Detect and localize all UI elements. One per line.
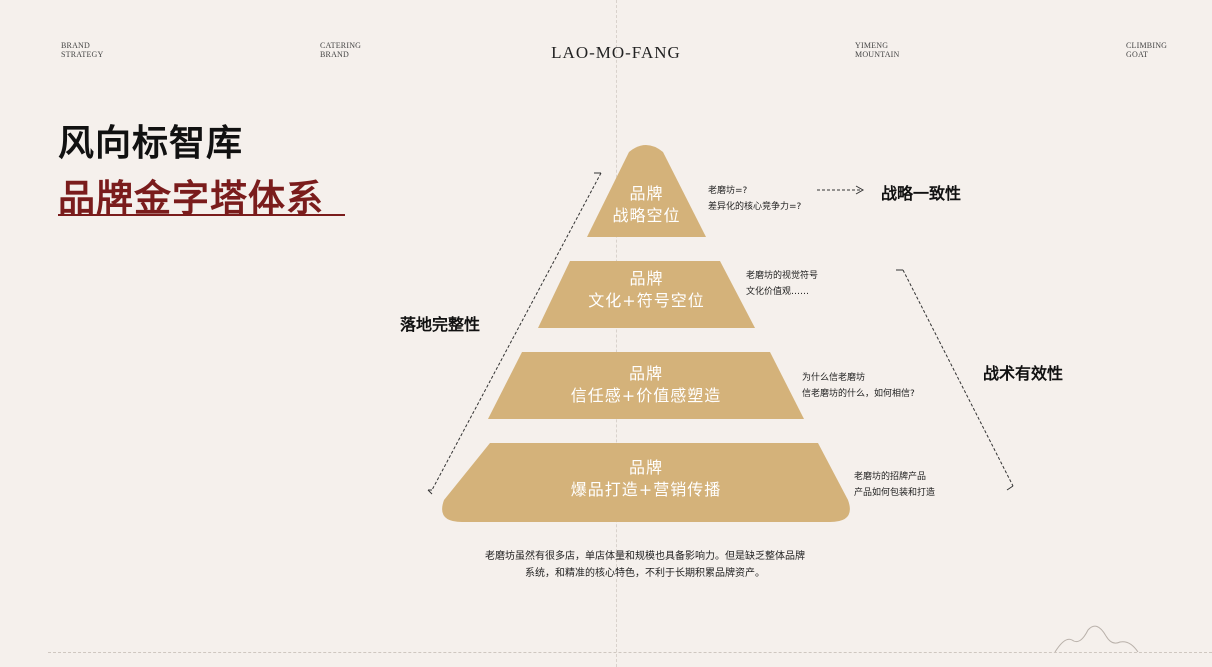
level-label: 品牌 <box>629 269 664 288</box>
level-text: 信任感+价值感塑造 <box>570 386 722 405</box>
pyramid-level-4-shape <box>442 443 850 522</box>
note-line: 老磨坊=? <box>708 186 748 196</box>
pyramid-level-4: 品牌 爆品打造+营销传播 <box>444 457 848 501</box>
pyramid-level-1-shape <box>587 145 706 237</box>
note-line: 产品如何包装和打造 <box>854 488 936 498</box>
level-label: 品牌 <box>629 184 664 203</box>
pyramid-level-1: 品牌 战略空位 <box>587 183 706 227</box>
note-line: 文化价值观…… <box>746 287 810 297</box>
pyramid-level-2-shape <box>538 261 755 328</box>
nav-line2: MOUNTAIN <box>855 50 900 59</box>
level-4-note: 老磨坊的招牌产品 产品如何包装和打造 <box>854 469 935 501</box>
page-title: 风向标智库 <box>58 122 244 164</box>
right-bracket <box>896 269 1014 491</box>
level-3-note: 为什么信老磨坊 信老磨坊的什么，如何相信? <box>802 370 915 402</box>
page-subtitle: 品牌金字塔体系 <box>58 176 324 220</box>
left-bracket <box>427 172 602 495</box>
tactical-effectiveness-label: 战术有效性 <box>983 364 1064 383</box>
nav-brand-strategy[interactable]: BRAND STRATEGY <box>61 41 104 59</box>
nav-line2: STRATEGY <box>61 50 104 59</box>
brand-name: LAO-MO-FANG <box>551 43 681 62</box>
nav-line1: CLIMBING <box>1126 41 1168 50</box>
note-line: 差异化的核心竞争力=? <box>708 202 802 212</box>
level-text: 文化+符号空位 <box>588 291 705 310</box>
nav-line2: GOAT <box>1126 50 1149 59</box>
note-line: 老磨坊的视觉符号 <box>746 271 819 281</box>
note-line: 信老磨坊的什么，如何相信? <box>802 389 915 399</box>
bottom-guide-line <box>48 652 1212 653</box>
mountain-icon <box>1054 625 1139 653</box>
strategic-consistency-label: 战略一致性 <box>881 184 962 203</box>
implementation-completeness-label: 落地完整性 <box>400 315 481 334</box>
pyramid-level-3-shape <box>488 352 804 419</box>
nav-line1: CATERING <box>320 41 362 50</box>
subtitle-underline <box>58 214 345 216</box>
level-text: 战略空位 <box>612 206 681 225</box>
nav-line1: YIMENG <box>855 41 889 50</box>
summary-line: 老磨坊虽然有很多店，单店体量和规模也具备影响力。但是缺乏整体品牌 <box>485 551 805 562</box>
summary-text: 老磨坊虽然有很多店，单店体量和规模也具备影响力。但是缺乏整体品牌 系统，和精准的… <box>420 548 870 582</box>
nav-catering-brand[interactable]: CATERING BRAND <box>320 41 361 59</box>
pyramid-level-2: 品牌 文化+符号空位 <box>538 268 755 312</box>
level-label: 品牌 <box>628 364 663 383</box>
nav-climbing-goat[interactable]: CLIMBING GOAT <box>1126 41 1167 59</box>
level-2-note: 老磨坊的视觉符号 文化价值观…… <box>746 268 818 300</box>
note-line: 老磨坊的招牌产品 <box>854 472 927 482</box>
nav-yimeng-mountain[interactable]: YIMENG MOUNTAIN <box>855 41 900 59</box>
level-1-note: 老磨坊=? 差异化的核心竞争力=? <box>708 183 801 215</box>
nav-line2: BRAND <box>320 50 350 59</box>
level-label: 品牌 <box>628 458 663 477</box>
summary-line: 系统，和精准的核心特色，不利于长期积累品牌资产。 <box>525 568 765 579</box>
note-line: 为什么信老磨坊 <box>802 373 866 383</box>
nav-line1: BRAND <box>61 41 91 50</box>
level-text: 爆品打造+营销传播 <box>570 480 722 499</box>
pyramid-level-3: 品牌 信任感+价值感塑造 <box>488 363 804 407</box>
center-guide-line <box>616 0 617 667</box>
arrow-icon <box>817 185 865 195</box>
